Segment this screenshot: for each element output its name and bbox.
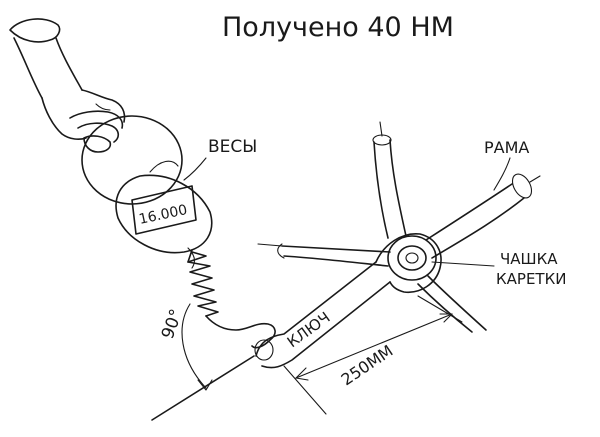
ground-line xyxy=(151,355,255,421)
cup-label-line2: КАРЕТКИ xyxy=(496,270,566,288)
cup-leader xyxy=(431,261,495,267)
pull-wire xyxy=(205,315,276,349)
angle-arrow xyxy=(197,379,213,391)
scale-leader xyxy=(183,157,207,181)
key-ring xyxy=(81,115,183,205)
bottom-bracket-cup xyxy=(387,235,437,281)
angle-arc xyxy=(181,303,207,389)
cup-label-line1: ЧАШКА xyxy=(500,250,558,268)
scale-display: 16.000 xyxy=(131,185,197,235)
frame-leader xyxy=(493,157,511,191)
frame-label: РАМА xyxy=(484,138,529,157)
hand-fist xyxy=(41,89,126,153)
spring xyxy=(187,251,219,317)
arm-sleeve xyxy=(9,18,83,99)
diagram-title: Получено 40 НМ xyxy=(222,12,454,43)
dimension-250mm xyxy=(283,295,463,415)
wrench xyxy=(254,233,442,369)
bike-frame xyxy=(257,121,541,333)
digital-scale xyxy=(115,160,213,269)
scale-label: ВЕСЫ xyxy=(208,137,257,157)
